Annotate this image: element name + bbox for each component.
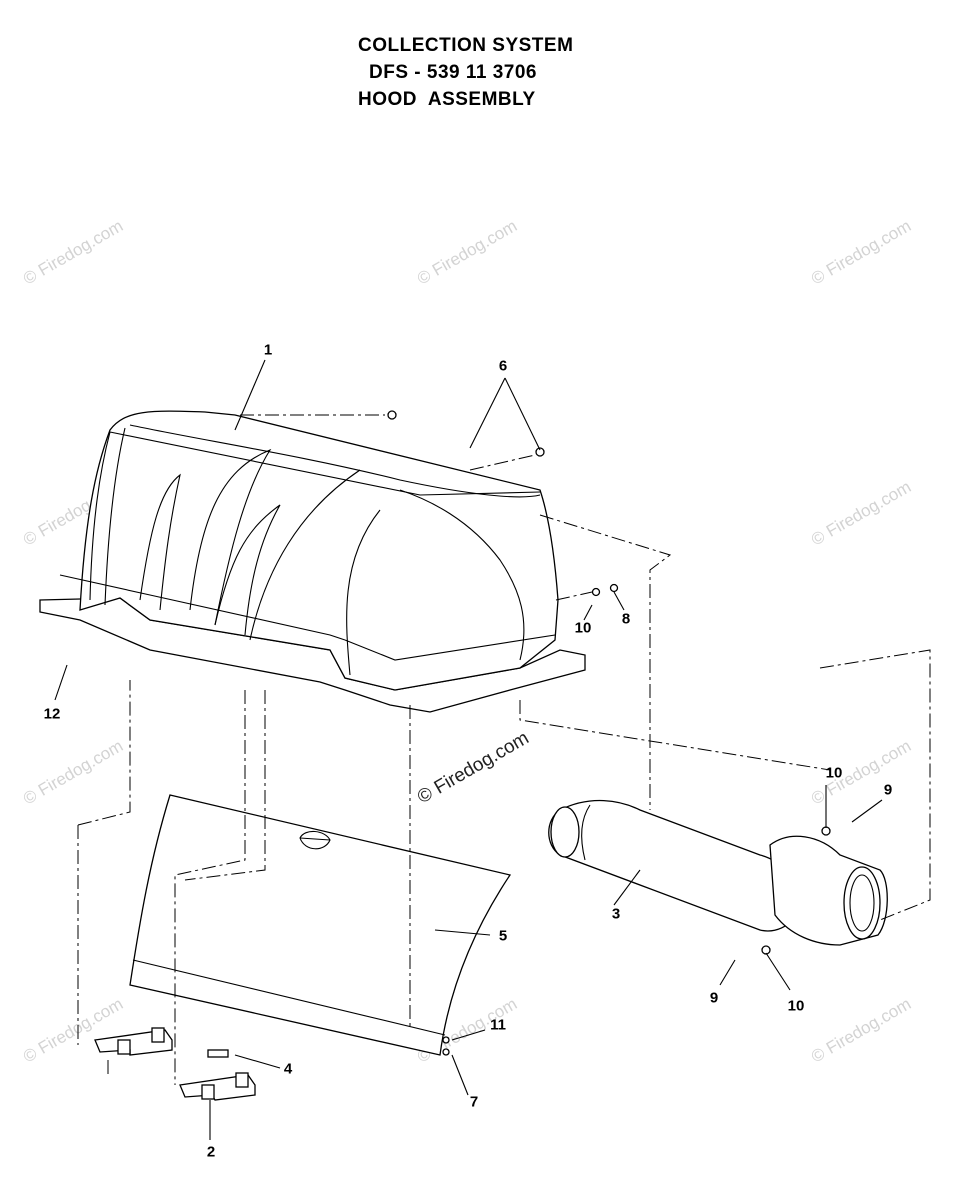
diagram-title-line-1: COLLECTION SYSTEM	[358, 35, 574, 56]
hose-assembly-part	[548, 799, 888, 946]
callout-11: 11	[490, 1016, 506, 1034]
callout-10-top: 10	[574, 619, 592, 637]
hardware-fasteners	[387, 410, 831, 1056]
callout-10-right: 10	[825, 764, 843, 782]
callout-2: 2	[206, 1143, 216, 1161]
assembly-guide-lines	[77, 414, 931, 1085]
callout-6: 6	[498, 357, 508, 375]
callout-leader-lines	[54, 359, 883, 1140]
bracket-parts	[94, 1027, 256, 1101]
callout-7: 7	[469, 1093, 479, 1111]
callout-4: 4	[283, 1060, 293, 1078]
diagram-title-line-3: HOOD ASSEMBLY	[358, 89, 536, 110]
callout-12: 12	[43, 705, 61, 723]
callout-8: 8	[621, 610, 631, 628]
callout-5: 5	[498, 927, 508, 945]
callout-9-bottom: 9	[709, 989, 719, 1007]
callout-9-right: 9	[883, 781, 893, 799]
hood-part	[39, 410, 586, 713]
decal-part	[207, 1049, 229, 1058]
diagram-title-line-2: DFS - 539 11 3706	[369, 62, 537, 83]
deflector-part	[129, 794, 512, 1056]
callout-3: 3	[611, 905, 621, 923]
callout-10-bottom: 10	[787, 997, 805, 1015]
callout-1: 1	[263, 341, 273, 359]
